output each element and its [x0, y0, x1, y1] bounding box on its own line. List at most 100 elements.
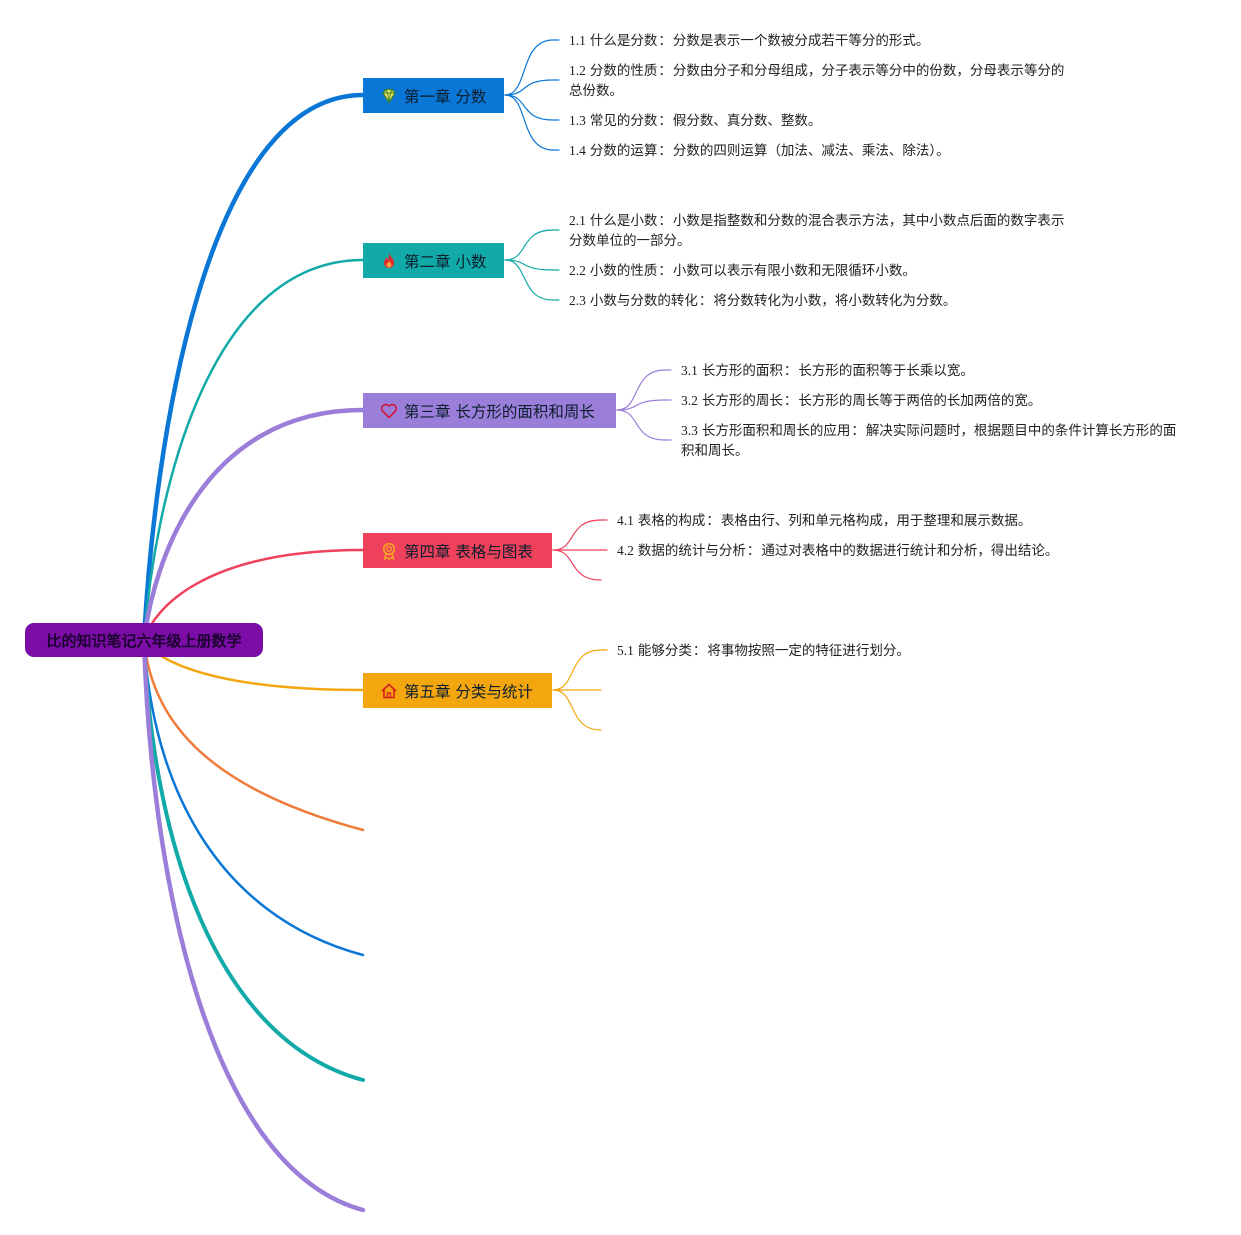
empty-branch-1 — [142, 638, 365, 832]
topic-separator: ： — [783, 393, 798, 408]
topic-label: 什么是分数 — [589, 33, 658, 48]
sub-link-2-2 — [504, 259, 554, 271]
sub-link-4-1 — [552, 519, 602, 551]
empty-branch-4 — [141, 637, 366, 1213]
topic-text: 分数由分子和分母组成，分子表示等分中的份数，分母表示等分的总份数。 — [569, 63, 1065, 98]
topic-text: 将事物按照一定的特征进行划分。 — [707, 643, 910, 658]
diamond-icon — [379, 86, 399, 106]
topic-number: 5.1 — [617, 643, 634, 658]
topic-text: 长方形的面积等于长乘以宽。 — [798, 363, 974, 378]
chapter-4-node[interactable]: 第四章 表格与图表 — [363, 533, 552, 568]
topic-text: 假分数、真分数、整数。 — [672, 113, 822, 128]
home-icon — [379, 681, 399, 701]
topic-separator: ： — [706, 513, 720, 528]
chapter-2-node[interactable]: 第二章 小数 — [363, 243, 504, 278]
topic-label: 长方形面积和周长的应用 — [701, 423, 851, 438]
topic-separator: ： — [658, 263, 672, 278]
topic-label: 长方形的面积 — [701, 363, 783, 378]
topic-number: 1.4 — [569, 143, 586, 158]
topic-text: 分数的四则运算（加法、减法、乘法、除法）。 — [672, 143, 950, 158]
topic-number: 2.1 — [569, 213, 586, 228]
empty-branch-3 — [142, 638, 365, 1082]
topic-number: 2.2 — [569, 263, 586, 278]
topic-number: 1.3 — [569, 113, 586, 128]
sub-link-4-3 — [552, 549, 602, 581]
topic-number: 4.2 — [617, 543, 634, 558]
sub-link-5-3 — [552, 689, 602, 731]
chapter-3-node[interactable]: 第三章 长方形的面积和周长 — [363, 393, 616, 428]
topic-label: 能够分类 — [637, 643, 692, 658]
sub-link-2-1 — [504, 229, 554, 261]
fire-icon — [379, 251, 399, 271]
topic-separator: ： — [658, 213, 672, 228]
topic-text: 长方形的周长等于两倍的长加两倍的宽。 — [798, 393, 1042, 408]
topic-label: 什么是小数 — [589, 213, 658, 228]
sub-link-3-1 — [616, 369, 666, 411]
root-topic[interactable]: 比的知识笔记六年级上册数学 — [25, 623, 263, 657]
topic-text: 将分数转化为小数，将小数转化为分数。 — [713, 293, 957, 308]
topic-number: 3.3 — [681, 423, 698, 438]
topic-separator: ： — [692, 643, 707, 658]
chapter-3-title: 第三章 长方形的面积和周长 — [404, 402, 595, 421]
topic-separator: ： — [851, 423, 865, 438]
topic-separator: ： — [783, 363, 798, 378]
sub-link-2-3 — [504, 259, 554, 301]
topic-separator: ： — [746, 543, 761, 558]
sub-link-3-3 — [616, 409, 666, 441]
topic-number: 4.1 — [617, 513, 634, 528]
topic-separator: ： — [698, 293, 713, 308]
topic-number: 1.2 — [569, 63, 586, 78]
topic-text: 小数可以表示有限小数和无限循环小数。 — [672, 263, 916, 278]
topic-text: 通过对表格中的数据进行统计和分析，得出结论。 — [761, 543, 1059, 558]
topic-label: 小数与分数的转化 — [589, 293, 698, 308]
topic-separator: ： — [658, 33, 672, 48]
branch-chapter-3 — [141, 407, 366, 643]
topic-text: 解决实际问题时，根据题目中的条件计算长方形的面积和周长。 — [681, 423, 1177, 458]
topic-separator: ： — [658, 63, 672, 78]
topic-number: 1.1 — [569, 33, 586, 48]
topic-label: 小数的性质 — [589, 263, 658, 278]
sub-link-1-4 — [504, 94, 554, 151]
chapter-1-node[interactable]: 第一章 分数 — [363, 78, 504, 113]
sub-link-5-1 — [552, 649, 602, 691]
award-icon — [379, 541, 399, 561]
topic-text: 分数是表示一个数被分成若干等分的形式。 — [672, 33, 930, 48]
topic-separator: ： — [658, 113, 672, 128]
topic-number: 2.3 — [569, 293, 586, 308]
topic-number: 3.1 — [681, 363, 698, 378]
chapter-5-node[interactable]: 第五章 分类与统计 — [363, 673, 552, 708]
sub-link-1-1 — [504, 39, 554, 96]
topic-label: 表格的构成 — [637, 513, 706, 528]
sub-link-1-3 — [504, 94, 554, 121]
sub-link-3-2 — [616, 399, 666, 411]
sub-link-1-2 — [504, 79, 554, 96]
topic-label: 长方形的周长 — [701, 393, 783, 408]
topic-label: 数据的统计与分析 — [637, 543, 746, 558]
root-title: 比的知识笔记六年级上册数学 — [46, 631, 242, 650]
branch-chapter-2 — [142, 258, 365, 642]
topic-label: 分数的性质 — [589, 63, 658, 78]
chapter-5-title: 第五章 分类与统计 — [404, 682, 533, 701]
chapter-2-title: 第二章 小数 — [404, 252, 487, 271]
topic-number: 3.2 — [681, 393, 698, 408]
chapter-4-title: 第四章 表格与图表 — [404, 542, 533, 561]
topic-separator: ： — [658, 143, 672, 158]
heart-icon — [379, 401, 399, 421]
topic-text: 小数是指整数和分数的混合表示方法，其中小数点后面的数字表示分数单位的一部分。 — [569, 213, 1065, 248]
empty-branch-2 — [142, 638, 365, 957]
branch-chapter-1 — [141, 92, 366, 643]
